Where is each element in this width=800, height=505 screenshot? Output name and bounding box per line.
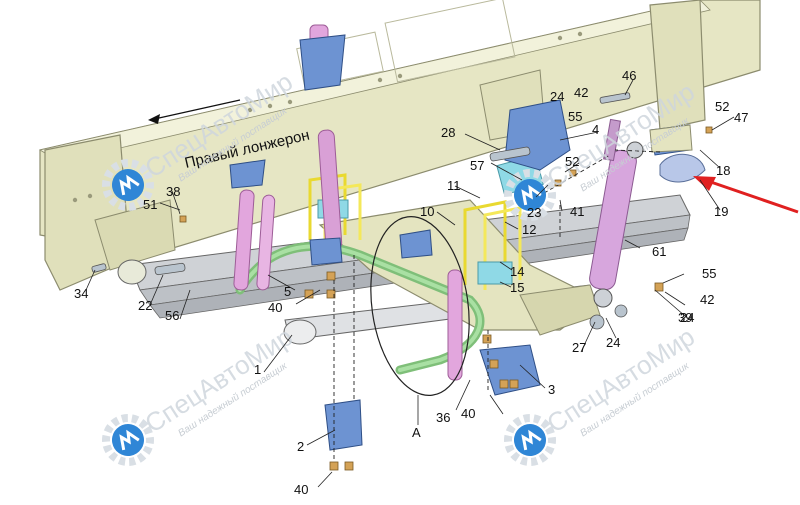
direction-arrow <box>148 99 241 124</box>
part-label-18: 18 <box>716 163 730 178</box>
watermark-3: СпецАвтоМир Ваш надежный поставщик <box>102 321 298 466</box>
gear-logo-icon <box>102 159 154 211</box>
blue-brackets <box>229 34 691 451</box>
part-label-24a: 24 <box>550 89 564 104</box>
pins <box>91 92 631 330</box>
part-label-22: 22 <box>138 298 152 313</box>
callout-arrow <box>693 176 799 214</box>
watermark-brand: СпецАвтоМир <box>541 321 700 438</box>
part-label-10: 10 <box>420 204 434 219</box>
part-label-15: 15 <box>510 280 524 295</box>
part-label-34: 34 <box>74 286 88 301</box>
part-label-40a: 40 <box>268 300 282 315</box>
part-label-40c: 40 <box>294 482 308 497</box>
part-label-42b: 42 <box>700 292 714 307</box>
part-label-23: 23 <box>527 205 541 220</box>
part-label-12: 12 <box>522 222 536 237</box>
part-label-38: 38 <box>166 184 180 199</box>
watermark-brand: СпецАвтоМир <box>139 321 298 438</box>
part-label-24b: 24 <box>680 310 694 325</box>
part-label-19: 19 <box>714 204 728 219</box>
part-label-14: 14 <box>510 264 524 279</box>
part-label-11: 11 <box>447 178 461 193</box>
part-label-4: 4 <box>592 122 599 137</box>
axle-bracket <box>318 199 602 336</box>
part-label-24c: 24 <box>606 335 620 350</box>
part-label-39: 39 <box>678 310 692 325</box>
gear-logo-icon <box>102 414 154 466</box>
part-label-46: 46 <box>622 68 636 83</box>
part-label-41: 41 <box>570 204 584 219</box>
part-label-52b: 52 <box>715 99 729 114</box>
group-a-ellipse <box>370 216 470 396</box>
part-label-51: 51 <box>143 197 157 212</box>
part-label-52a: 52 <box>565 154 579 169</box>
part-label-42a: 42 <box>574 85 588 100</box>
shock-absorber <box>589 118 644 308</box>
part-label-27: 27 <box>572 340 586 355</box>
part-label-56: 56 <box>165 308 179 323</box>
part-label-47: 47 <box>734 110 748 125</box>
watermark-4: СпецАвтоМир Ваш надежный поставщик <box>504 321 700 466</box>
part-label-2: 2 <box>297 439 304 454</box>
fasteners <box>179 126 713 471</box>
part-label-36: 36 <box>436 410 450 425</box>
part-label-61: 61 <box>652 244 666 259</box>
frame-rail <box>38 0 761 291</box>
part-label-28: 28 <box>441 125 455 140</box>
part-label-55a: 55 <box>568 109 582 124</box>
group-label-a: A <box>412 425 421 440</box>
part-label-40b: 40 <box>461 406 475 421</box>
leader-lines <box>85 79 735 488</box>
part-label-1: 1 <box>254 362 261 377</box>
part-labels: 1 2 3 4 5 10 11 12 14 15 18 19 22 23 24 … <box>74 68 748 497</box>
part-label-5: 5 <box>284 284 291 299</box>
rear-bracket <box>649 124 706 183</box>
part-label-57: 57 <box>470 158 484 173</box>
part-label-55b: 55 <box>702 266 716 281</box>
part-label-3: 3 <box>548 382 555 397</box>
